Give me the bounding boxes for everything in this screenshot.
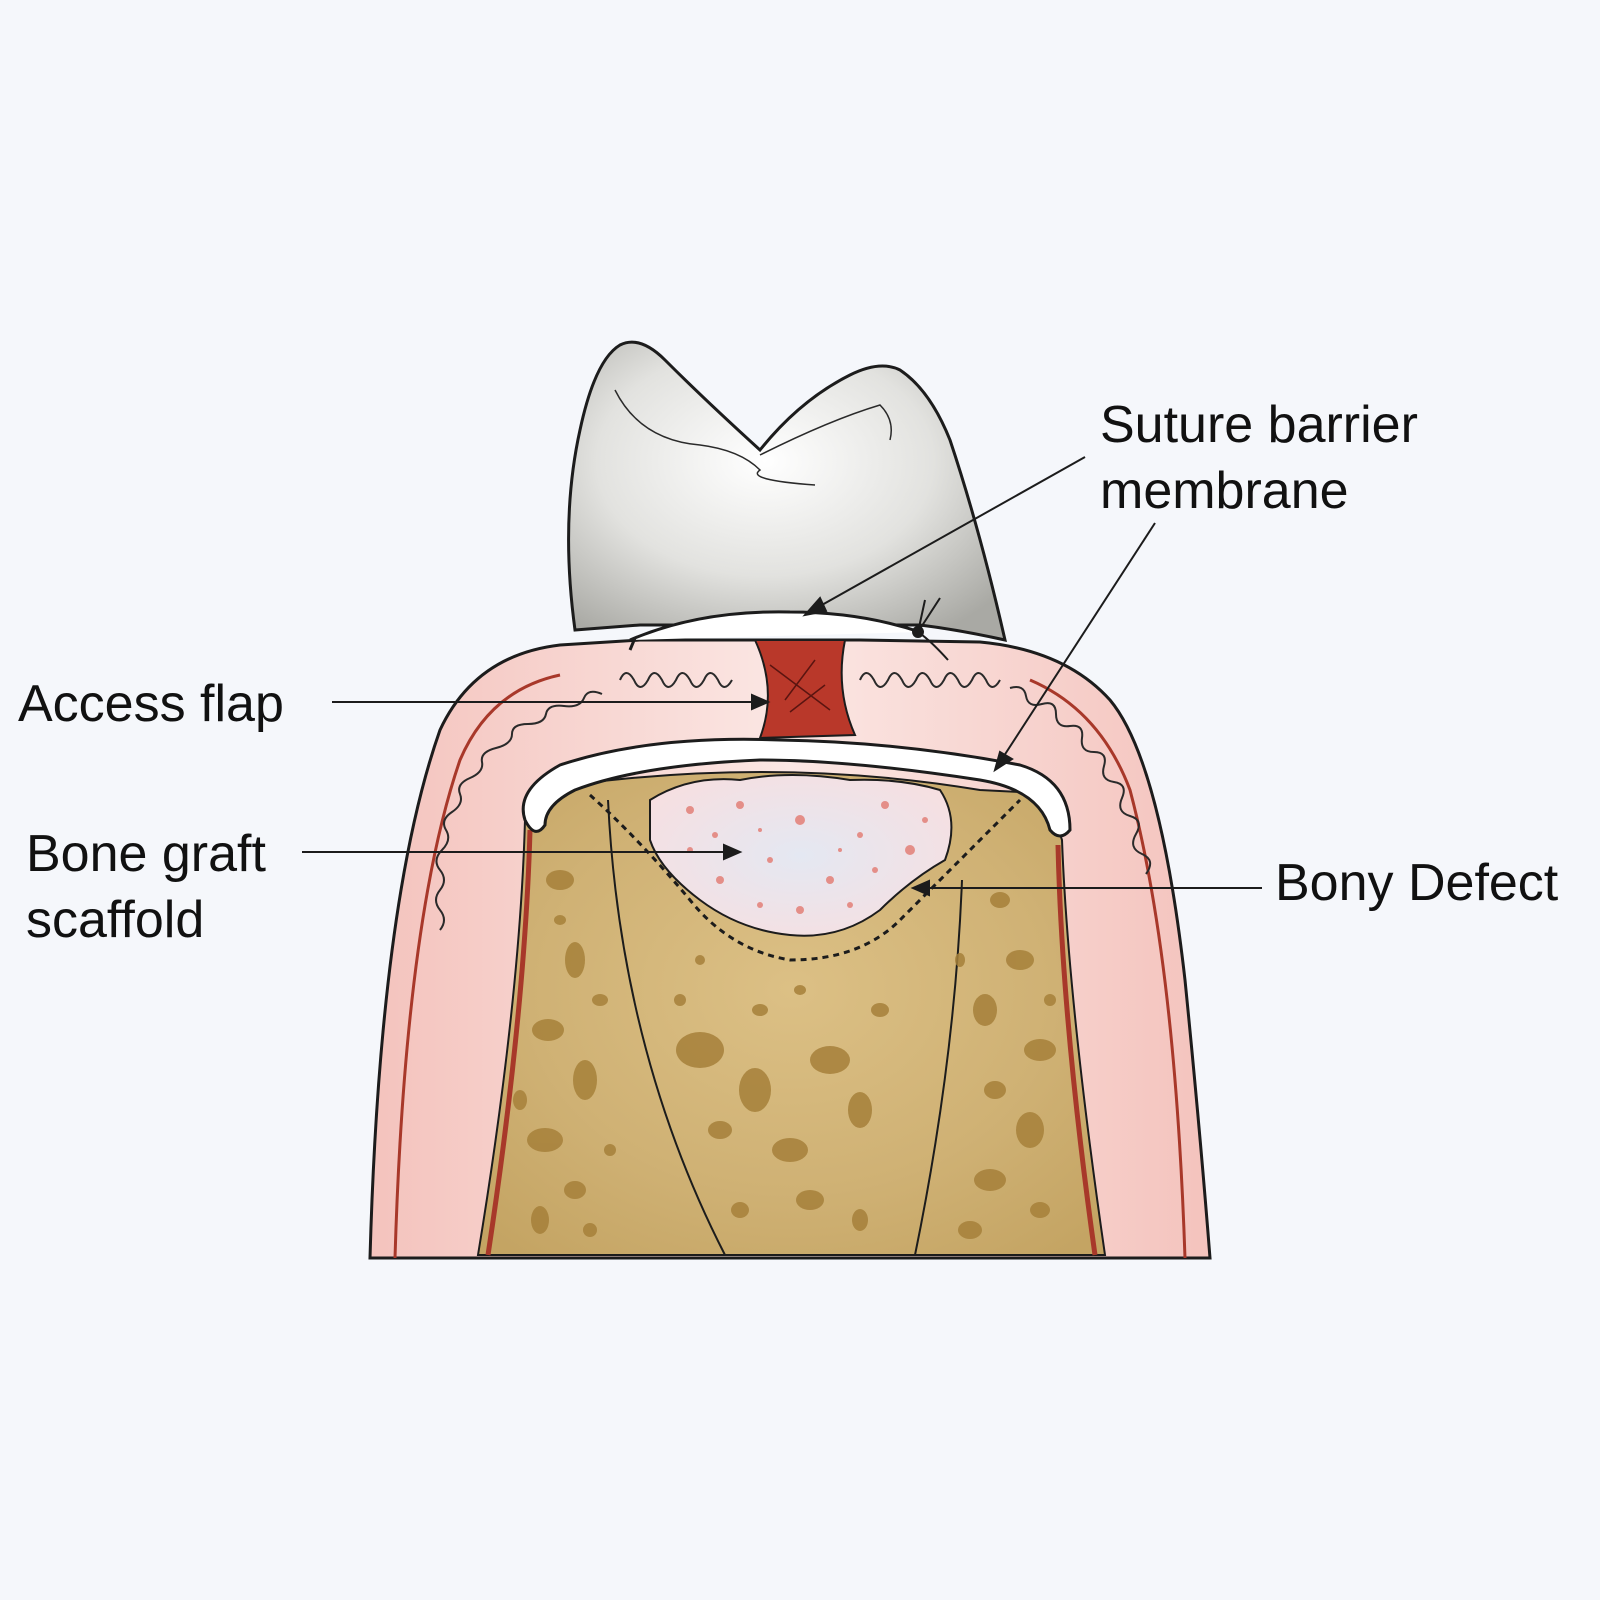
label-bony-defect: Bony Defect xyxy=(1275,854,1559,912)
suture-leader xyxy=(802,456,1086,617)
membrane-leader xyxy=(993,522,1156,773)
label-access-flap: Access flap xyxy=(18,675,284,733)
label-suture-line2: membrane xyxy=(1100,462,1349,520)
access-flap-tissue xyxy=(753,639,857,740)
label-bone-graft-line1: Bone graft xyxy=(26,825,266,883)
label-bone-graft-line2: scaffold xyxy=(26,891,204,949)
access-flap-leader xyxy=(332,693,771,711)
bone-graft-leader xyxy=(302,843,743,861)
label-suture-line1: Suture barrier xyxy=(1100,396,1418,454)
alveolar-bone xyxy=(476,771,1107,1256)
bony-defect-leader xyxy=(910,879,1262,897)
barrier-membrane xyxy=(521,737,1072,838)
bony-defect-outline xyxy=(588,793,1022,962)
leader-lines xyxy=(302,456,1262,897)
tooth-crown xyxy=(567,340,1007,661)
bone-pores xyxy=(513,870,1056,1239)
